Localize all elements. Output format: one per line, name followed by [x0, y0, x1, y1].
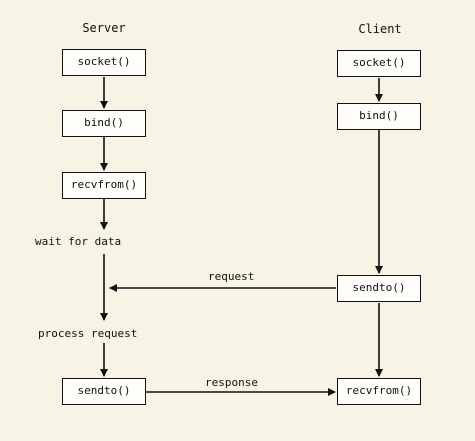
server-wait-for-data-label: wait for data — [33, 235, 124, 248]
client-socket-box: socket() — [337, 50, 421, 77]
server-process-request-label: process request — [36, 327, 140, 340]
client-bind-box: bind() — [337, 103, 421, 130]
client-sendto-box: sendto() — [337, 275, 421, 302]
request-message-label: request — [208, 270, 255, 283]
client-column-title: Client — [358, 22, 402, 36]
server-socket-box: socket() — [62, 49, 146, 76]
response-message-label: response — [205, 376, 258, 389]
server-sendto-box: sendto() — [62, 378, 146, 405]
server-bind-box: bind() — [62, 110, 146, 137]
server-column-title: Server — [82, 21, 126, 35]
server-recvfrom-box: recvfrom() — [62, 172, 146, 199]
client-recvfrom-box: recvfrom() — [337, 378, 421, 405]
